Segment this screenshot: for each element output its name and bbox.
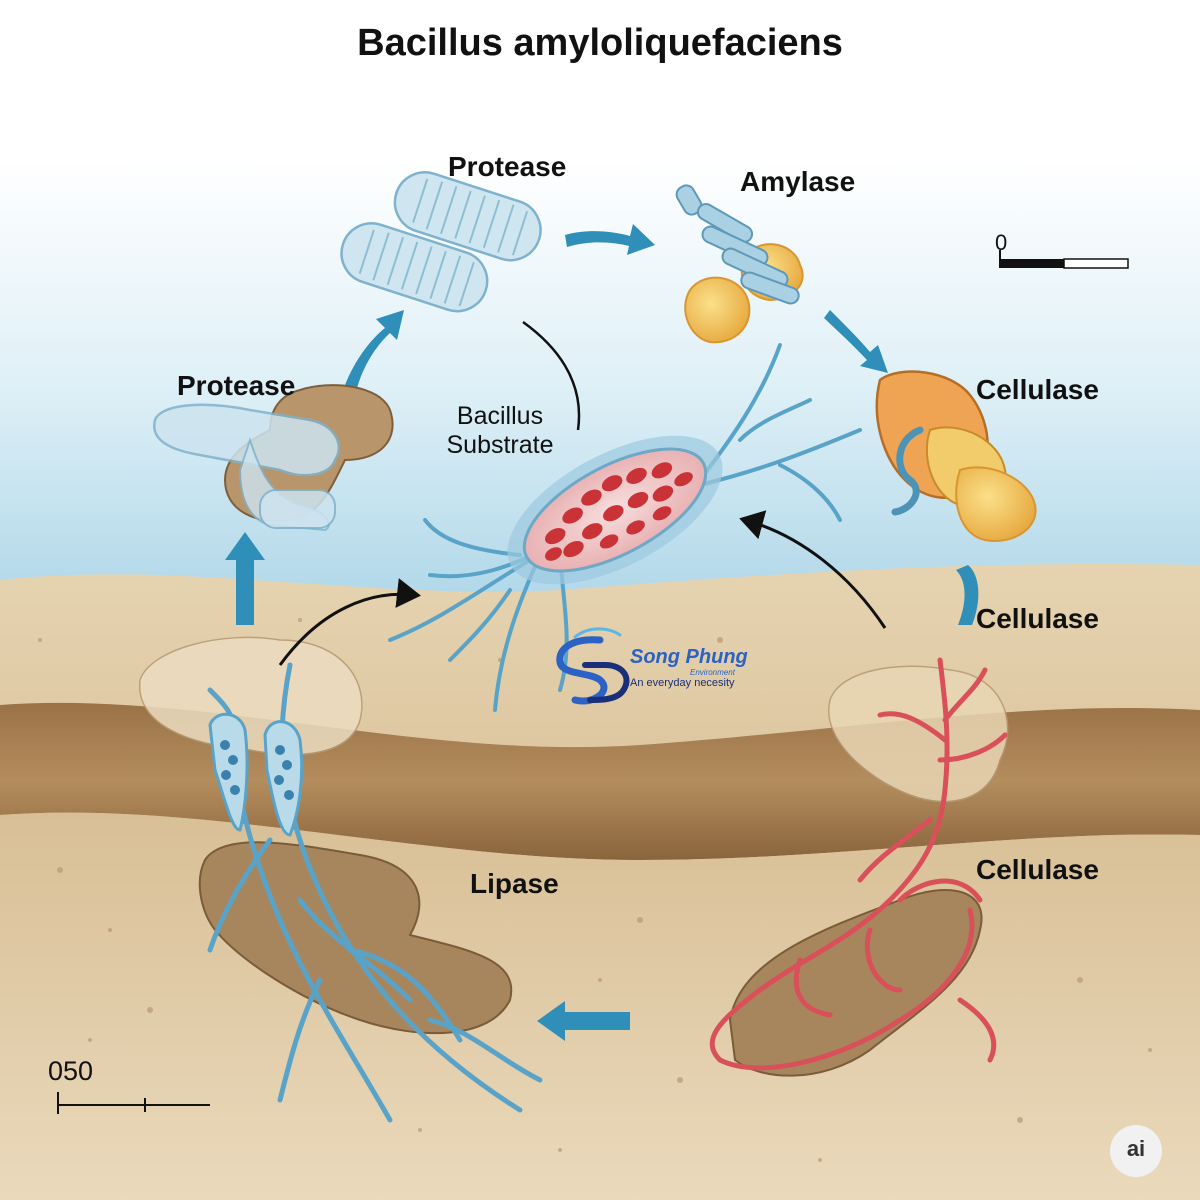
arrow-bottom-left — [537, 1001, 630, 1041]
label-substrate-line1: Bacillus — [456, 402, 544, 430]
amylase-illustration — [675, 184, 804, 344]
label-protease-left: Protease — [177, 370, 296, 401]
soil-aggregate-left — [198, 841, 513, 1035]
protease-left-illustration — [152, 384, 394, 532]
logo-subtitle: Environment — [690, 668, 735, 677]
scalebar-bottom-label: 050 — [48, 1056, 94, 1086]
soil-pocket-left — [139, 636, 363, 756]
ai-badge — [1110, 1125, 1162, 1177]
soil-aggregate-right — [728, 889, 983, 1077]
page-title: Bacillus amyloliquefaciens — [357, 22, 843, 64]
label-cellulase-3: Cellulase — [976, 854, 1099, 885]
scalebar-bottom — [57, 1092, 210, 1114]
substrate-pointer-line — [522, 320, 581, 431]
arrow-cellulase-down — [956, 565, 979, 625]
scalebar-top-label: 0 — [995, 230, 1008, 255]
arrow-up-left — [225, 532, 265, 625]
arrow-black-left — [278, 578, 421, 666]
soil-hyphae-red — [709, 657, 1008, 1071]
label-bacillus-substrate: Bacillus Substrate — [430, 402, 570, 460]
label-protease-top: Protease — [448, 151, 567, 182]
scalebar-top — [999, 250, 1129, 269]
cycle-arrows — [225, 224, 979, 1041]
bacillus-cell — [507, 435, 723, 585]
logo-name: Song Phung — [630, 646, 748, 668]
soil-spore-sacs — [208, 712, 304, 837]
label-cellulase-1: Cellulase — [976, 374, 1099, 405]
arrow-left-to-top — [345, 310, 404, 388]
label-substrate-line2: Substrate — [446, 431, 554, 459]
logo-tagline: An everyday necesity — [630, 677, 735, 689]
arrow-amylase-to-cellulase — [824, 310, 888, 373]
protease-top-illustration — [340, 171, 542, 313]
label-cellulase-2: Cellulase — [976, 603, 1099, 634]
arrow-black-right — [739, 510, 887, 629]
label-lipase: Lipase — [470, 868, 559, 899]
soil-speckles — [38, 618, 1152, 1162]
cellulase-top-illustration — [875, 370, 1037, 542]
label-amylase: Amylase — [740, 166, 856, 197]
logo-mark — [556, 627, 630, 705]
ai-badge-text: ai — [1126, 1136, 1146, 1161]
arrow-top-to-amylase — [565, 224, 655, 255]
